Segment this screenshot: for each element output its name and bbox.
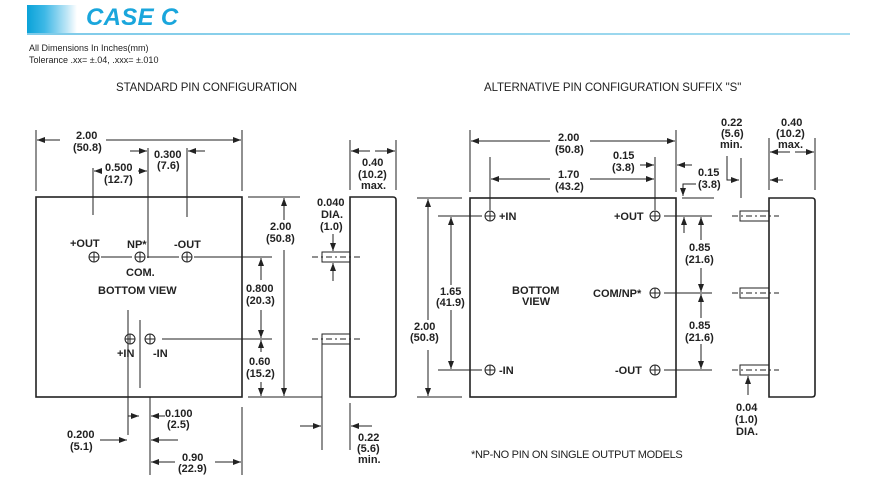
dim-alt-pindia-in: 0.04 [736, 402, 758, 414]
dim-alt-pindia-label: DIA. [736, 426, 758, 438]
dim-alt-085a-mm: (21.6) [685, 254, 714, 266]
dim-alt-015a-mm: (3.8) [612, 162, 635, 174]
dim-std-0500-in: 0.500 [105, 162, 133, 174]
dim-std-height-in: 2.00 [270, 221, 291, 233]
pin-minus-in-icon [144, 333, 156, 345]
dim-alt-015b-in: 0.15 [698, 167, 719, 179]
label-plus-out: +OUT [70, 238, 100, 250]
dim-std-pinlen-mm: (5.6) [357, 443, 380, 455]
dim-alt-depth-in: 0.40 [781, 117, 802, 129]
standard-config-heading: STANDARD PIN CONFIGURATION [116, 82, 297, 94]
dim-std-width-mm: (50.8) [73, 142, 102, 154]
alt-pin-plus-in-icon [484, 210, 496, 222]
dim-std-depth-in: 0.40 [362, 157, 383, 169]
dim-alt-height-mm: (50.8) [410, 332, 439, 344]
dim-std-0100-mm: (2.5) [167, 419, 190, 431]
dim-std-060-in: 0.60 [249, 356, 270, 368]
alt-view-label-2: VIEW [522, 296, 551, 308]
standard-bottom-view: +OUT NP* -OUT COM. BOTTOM VIEW +IN -IN 2… [35, 130, 322, 475]
alt-pin-com-np-icon [649, 287, 661, 299]
dim-std-0200-mm: (5.1) [70, 441, 93, 453]
dim-alt-depth-max: max. [778, 139, 803, 151]
pin-np-icon [134, 251, 146, 263]
dim-std-depth-max: max. [361, 180, 386, 192]
tolerance-note: Tolerance .xx= ±.04, .xxx= ±.010 [29, 55, 159, 65]
dim-alt-width-in: 2.00 [558, 132, 579, 144]
dim-alt-pinlen-mm: (5.6) [721, 128, 744, 140]
dim-std-090-in: 0.90 [182, 452, 203, 464]
dim-std-width-in: 2.00 [76, 130, 97, 142]
dim-alt-170-mm: (43.2) [555, 181, 584, 193]
dim-std-depth-mm: (10.2) [358, 169, 387, 181]
header-accent-bar [27, 5, 77, 34]
standard-side-view: 0.40 (10.2) max. 0.040 DIA. (1.0) 0.22 (… [300, 140, 397, 466]
alt-pin-minus-out-icon [649, 364, 661, 376]
dim-alt-085a-in: 0.85 [689, 242, 710, 254]
footnote: *NP-NO PIN ON SINGLE OUTPUT MODELS [471, 449, 683, 461]
page-title: CASE C [86, 4, 179, 31]
dim-std-0300-mm: (7.6) [157, 160, 180, 172]
pin-minus-out-icon [181, 251, 193, 263]
alt-label-minus-out: -OUT [615, 365, 642, 377]
dim-std-pindia-mm: (1.0) [320, 221, 343, 233]
dim-std-pindia-label: DIA. [321, 209, 343, 221]
dim-std-pinlen-in: 0.22 [358, 432, 379, 444]
alt-pin-plus-out-icon [649, 210, 661, 222]
dim-std-0300-in: 0.300 [154, 149, 182, 161]
dim-std-060-mm: (15.2) [246, 368, 275, 380]
dim-std-0500-mm: (12.7) [104, 174, 133, 186]
dim-alt-pinlen-in: 0.22 [721, 117, 742, 129]
dim-std-0800-in: 0.800 [246, 283, 274, 295]
alternative-case-side [768, 197, 816, 398]
standard-case-side [349, 196, 397, 398]
label-minus-out: -OUT [174, 239, 201, 251]
label-plus-in: +IN [117, 348, 134, 360]
pin-plus-out-icon [88, 251, 100, 263]
dim-alt-165-mm: (41.9) [436, 297, 465, 309]
alt-label-com-np: COM/NP* [593, 288, 642, 300]
dim-std-pinlen-min: min. [358, 454, 381, 466]
alt-view-label-1: BOTTOM [512, 285, 559, 297]
alt-label-plus-in: +IN [499, 211, 516, 223]
dim-std-090-mm: (22.9) [178, 463, 207, 475]
dim-alt-085b-in: 0.85 [689, 320, 710, 332]
dim-alt-pinlen-min: min. [720, 139, 743, 151]
alt-label-plus-out: +OUT [614, 211, 644, 223]
dim-alt-depth-mm: (10.2) [776, 128, 805, 140]
standard-view-label: BOTTOM VIEW [98, 285, 177, 297]
label-com: COM. [126, 267, 155, 279]
dim-alt-015b-mm: (3.8) [698, 179, 721, 191]
dim-alt-015a-in: 0.15 [613, 150, 634, 162]
header-rule [27, 33, 850, 35]
standard-case-outline [35, 196, 243, 398]
alternative-case-outline [469, 197, 677, 398]
dim-alt-pindia-mm: (1.0) [735, 414, 758, 426]
dim-alt-165-in: 1.65 [440, 286, 461, 298]
dim-alt-height-in: 2.00 [414, 321, 435, 333]
label-np: NP* [127, 239, 147, 251]
alt-pin-minus-in-icon [484, 364, 496, 376]
dim-alt-width-mm: (50.8) [555, 144, 584, 156]
dim-std-0200-in: 0.200 [67, 429, 95, 441]
label-minus-in: -IN [153, 348, 168, 360]
dim-std-0800-mm: (20.3) [246, 295, 275, 307]
units-note: All Dimensions In Inches(mm) [29, 43, 149, 53]
dim-std-height-mm: (50.8) [266, 233, 295, 245]
dim-std-pindia-in: 0.040 [317, 197, 345, 209]
alternative-side-view: 0.22 (5.6) min. 0.40 (10.2) max. 0.04 (1… [720, 117, 816, 438]
alt-label-minus-in: -IN [499, 365, 514, 377]
pin-plus-in-icon [124, 333, 136, 345]
alternative-config-heading: ALTERNATIVE PIN CONFIGURATION SUFFIX "S" [484, 82, 742, 94]
dim-std-0100-in: 0.100 [165, 408, 193, 420]
dim-alt-170-in: 1.70 [558, 169, 579, 181]
dim-alt-085b-mm: (21.6) [685, 332, 714, 344]
alternative-bottom-view: +IN +OUT COM/NP* -IN -OUT BOTTOM VIEW 2.… [410, 130, 721, 398]
